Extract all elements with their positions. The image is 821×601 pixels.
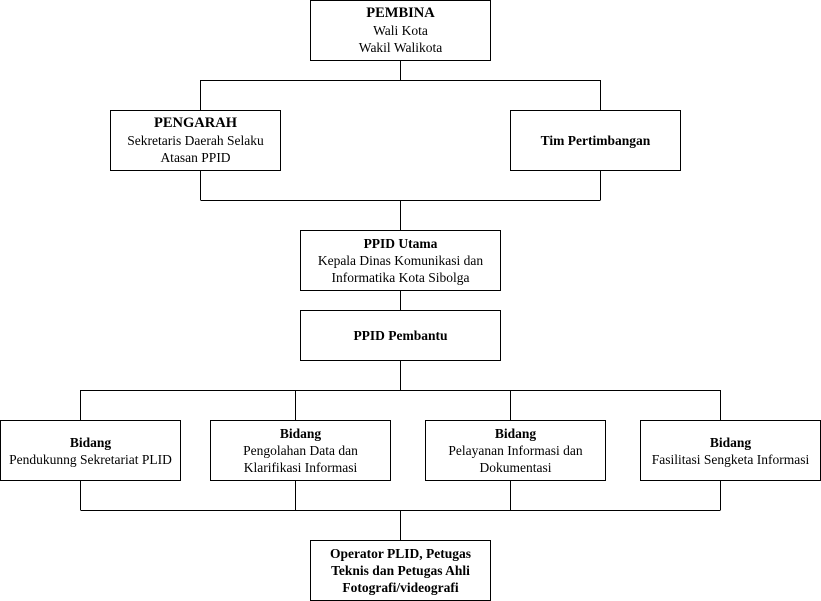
ppid-utama-line: Informatika Kota Sibolga bbox=[331, 270, 470, 285]
ppid-utama-title: PPID Utama bbox=[363, 236, 438, 251]
bidang-box-pelayanan-informasi: Bidang Pelayanan Informasi dan Dokumenta… bbox=[425, 420, 606, 481]
operator-box: Operator PLID, Petugas Teknis dan Petuga… bbox=[310, 540, 491, 601]
bidang-line: Pendukunng Sekretariat PLID bbox=[9, 451, 172, 467]
operator-line: Operator PLID, Petugas bbox=[329, 546, 472, 561]
pengarah-title: PENGARAH bbox=[154, 115, 237, 131]
tim-pertimbangan-title: Tim Pertimbangan bbox=[540, 133, 651, 148]
bidang-line: Dokumentasi bbox=[479, 460, 552, 475]
pembina-line: Wakil Walikota bbox=[358, 40, 443, 55]
bidang-box-fasilitasi-sengketa: Bidang Fasilitasi Sengketa Informasi bbox=[640, 420, 821, 481]
bidang-line: Pelayanan Informasi dan bbox=[448, 443, 583, 458]
tim-pertimbangan-box: Tim Pertimbangan bbox=[510, 110, 681, 171]
ppid-utama-box: PPID Utama Kepala Dinas Komunikasi dan I… bbox=[300, 230, 501, 291]
pembina-line: Wali Kota bbox=[373, 23, 428, 38]
pengarah-line: Sekretaris Daerah Selaku bbox=[127, 133, 264, 148]
bidang-title: Bidang bbox=[709, 434, 752, 450]
pengarah-line: Atasan PPID bbox=[160, 150, 231, 165]
pengarah-box: PENGARAH Sekretaris Daerah Selaku Atasan… bbox=[110, 110, 281, 171]
pembina-title: PEMBINA bbox=[366, 5, 435, 21]
operator-line: Teknis dan Petugas Ahli bbox=[331, 563, 470, 578]
bidang-box-pengolahan-data: Bidang Pengolahan Data dan Klarifikasi I… bbox=[210, 420, 391, 481]
ppid-pembantu-title: PPID Pembantu bbox=[353, 328, 448, 343]
bidang-title: Bidang bbox=[69, 434, 112, 450]
bidang-line: Klarifikasi Informasi bbox=[243, 460, 358, 475]
bidang-box-sekretariat: Bidang Pendukunng Sekretariat PLID bbox=[0, 420, 181, 481]
pembina-box: PEMBINA Wali Kota Wakil Walikota bbox=[310, 0, 491, 61]
ppid-utama-line: Kepala Dinas Komunikasi dan bbox=[317, 253, 484, 268]
bidang-title: Bidang bbox=[494, 426, 537, 441]
operator-line: Fotografi/videografi bbox=[342, 580, 459, 595]
bidang-line: Fasilitasi Sengketa Informasi bbox=[651, 451, 810, 467]
bidang-title: Bidang bbox=[279, 426, 322, 441]
ppid-pembantu-box: PPID Pembantu bbox=[300, 310, 501, 361]
bidang-line: Pengolahan Data dan bbox=[243, 443, 358, 458]
